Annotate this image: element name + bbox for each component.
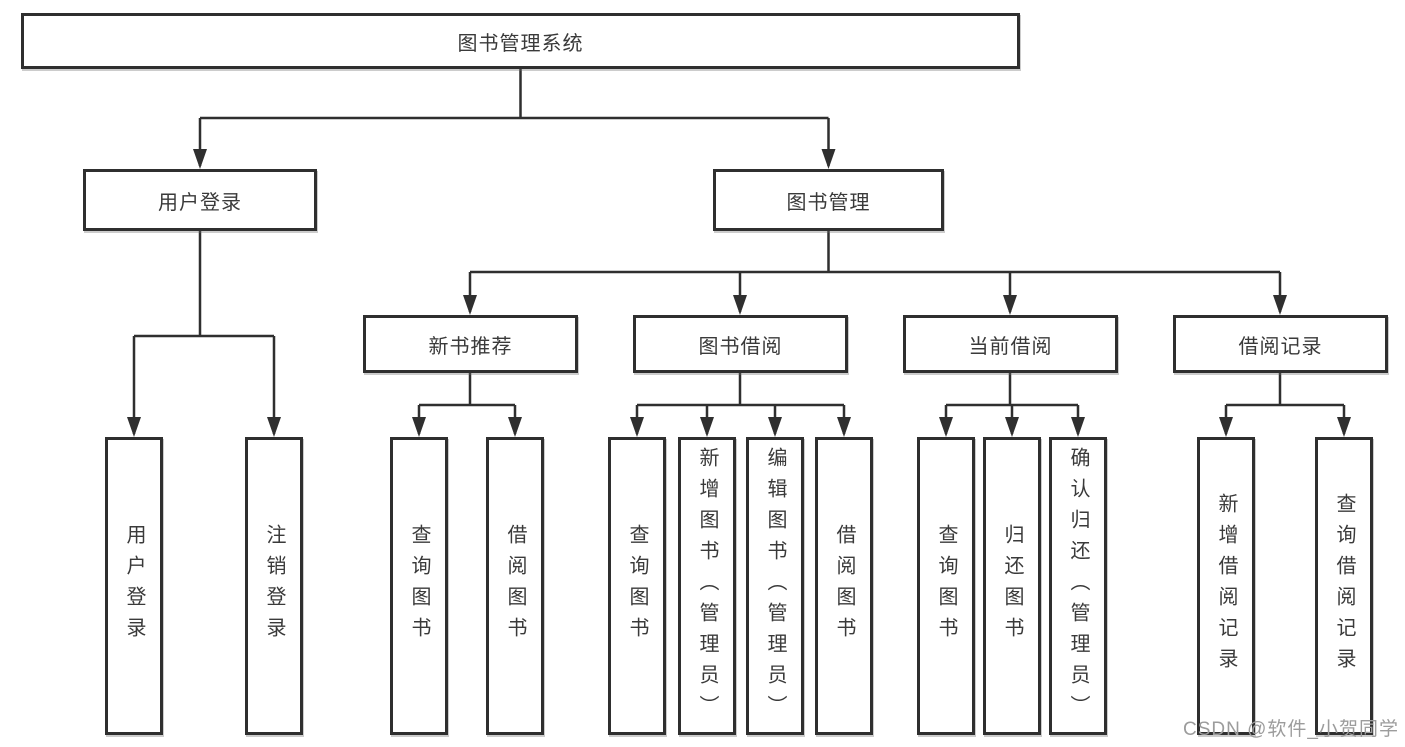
leaf-label: 查询图书	[408, 524, 430, 648]
leaf-borrow-query-books: 查询图书	[608, 437, 666, 735]
node-label: 图书管理	[786, 191, 871, 214]
leaf-current-confirm-return-admin: 确认归还（管理员）	[1049, 437, 1107, 735]
node-system-root: 图书管理系统	[21, 13, 1020, 69]
node-borrow-records: 借阅记录	[1173, 315, 1388, 373]
leaf-label: 借阅图书	[504, 524, 526, 648]
leaf-label: 查询图书	[626, 524, 648, 648]
leaf-label: 查询图书	[935, 524, 957, 648]
leaf-label: 用户登录	[123, 524, 145, 648]
leaf-recommend-borrow-books: 借阅图书	[486, 437, 544, 735]
leaf-label: 新增图书（管理员）	[696, 446, 718, 726]
node-book-management: 图书管理	[713, 169, 944, 231]
node-label: 用户登录	[158, 191, 242, 214]
leaf-label: 查询借阅记录	[1333, 493, 1355, 679]
leaf-borrow-edit-books-admin: 编辑图书（管理员）	[746, 437, 804, 735]
leaf-borrow-borrow-books: 借阅图书	[815, 437, 873, 735]
leaf-label: 编辑图书（管理员）	[764, 446, 786, 726]
leaf-logout: 注销登录	[245, 437, 303, 735]
leaf-records-add-record: 新增借阅记录	[1197, 437, 1255, 735]
leaf-label: 新增借阅记录	[1215, 493, 1237, 679]
leaf-label: 确认归还（管理员）	[1067, 446, 1089, 726]
node-label: 借阅记录	[1238, 335, 1323, 358]
watermark: CSDN @软件_小贺同学	[1183, 719, 1399, 740]
node-label: 新书推荐	[428, 335, 513, 358]
leaf-user-login: 用户登录	[105, 437, 163, 735]
node-label: 图书借阅	[698, 335, 783, 358]
node-label: 当前借阅	[968, 335, 1053, 358]
leaf-label: 注销登录	[263, 524, 285, 648]
leaf-label: 借阅图书	[833, 524, 855, 648]
leaf-current-return-books: 归还图书	[983, 437, 1041, 735]
node-current-borrow: 当前借阅	[903, 315, 1118, 373]
leaf-recommend-query-books: 查询图书	[390, 437, 448, 735]
node-user-login: 用户登录	[83, 169, 317, 231]
leaf-borrow-add-books-admin: 新增图书（管理员）	[678, 437, 736, 735]
leaf-current-query-books: 查询图书	[917, 437, 975, 735]
node-book-borrow: 图书借阅	[633, 315, 848, 373]
node-new-book-recommend: 新书推荐	[363, 315, 578, 373]
leaf-label: 归还图书	[1001, 524, 1023, 648]
leaf-records-query-record: 查询借阅记录	[1315, 437, 1373, 735]
node-label: 图书管理系统	[457, 32, 584, 55]
